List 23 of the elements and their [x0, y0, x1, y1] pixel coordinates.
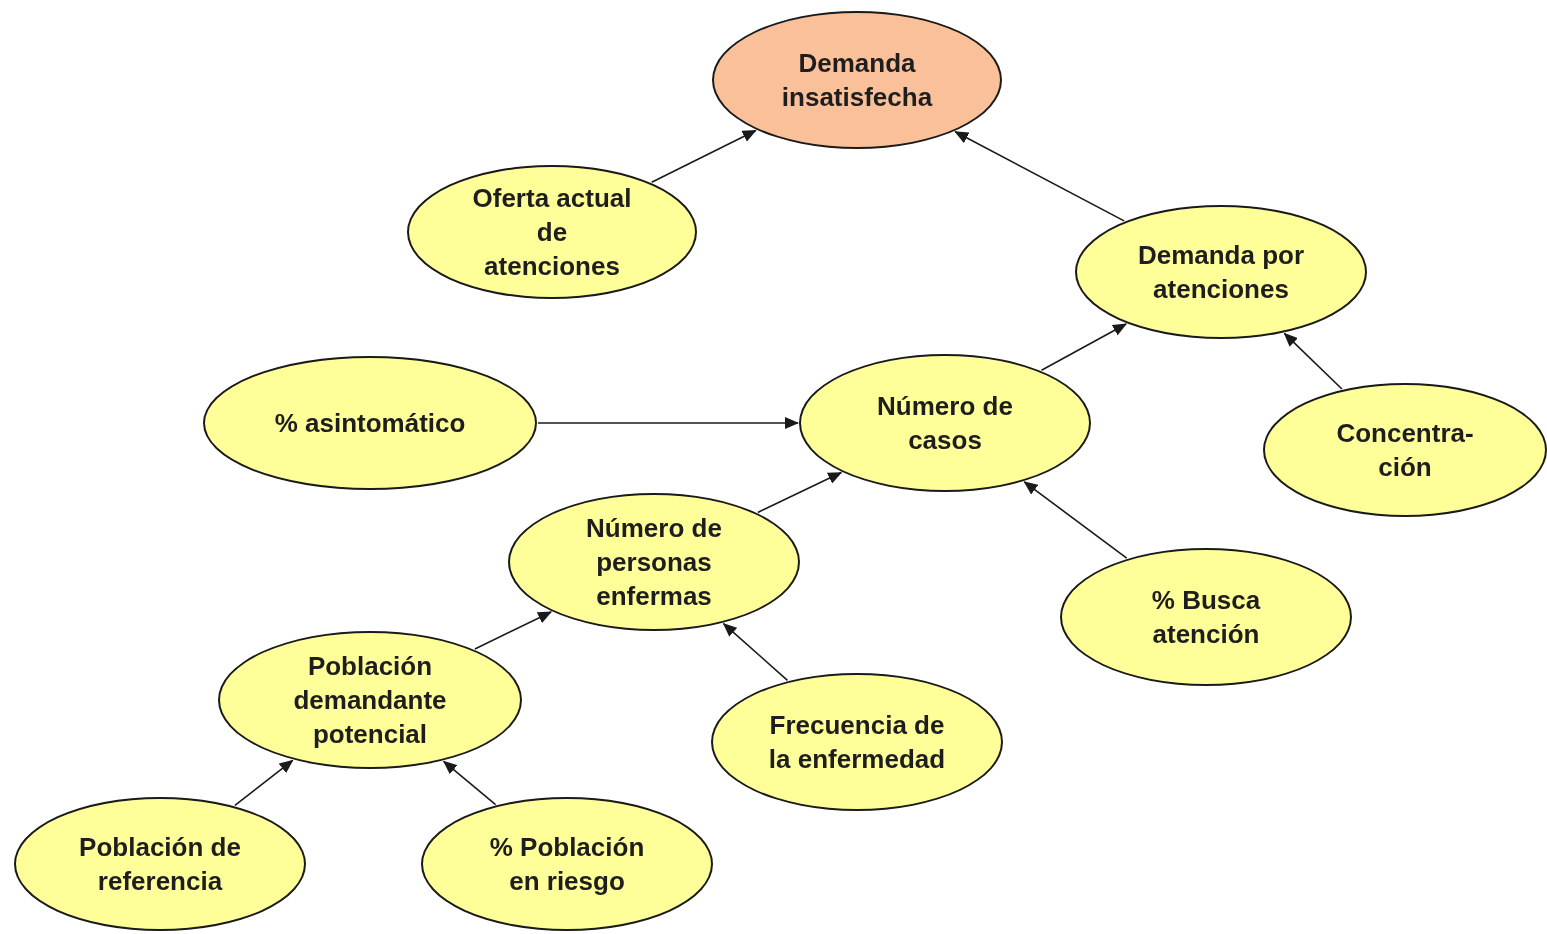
node-label: Oferta actual de atenciones: [471, 182, 633, 283]
node-label: Concentra-ción: [1335, 417, 1475, 484]
arrow: [442, 760, 497, 806]
node-label: Número de personas enfermas: [585, 512, 723, 613]
arrow: [650, 129, 757, 184]
arrow: [1040, 323, 1127, 371]
arrow: [1283, 332, 1343, 390]
node-label: % asintomático: [274, 407, 466, 440]
node-label: Población de referencia: [78, 831, 242, 898]
arrow: [1023, 481, 1128, 559]
arrow: [757, 471, 843, 514]
node-label: Demanda insatisfecha: [780, 47, 934, 114]
arrow: [722, 622, 789, 682]
arrow: [954, 131, 1125, 222]
node-label: Demanda por atenciones: [1136, 239, 1306, 306]
arrow: [537, 417, 799, 429]
node-label: Población demandante potencial: [292, 650, 448, 751]
node-label: Frecuencia de la enfermedad: [767, 709, 947, 776]
node-label: % Busca atención: [1150, 584, 1262, 651]
arrow: [234, 759, 294, 807]
node-label: % Población en riesgo: [488, 831, 646, 898]
arrow: [474, 611, 552, 650]
node-label: Número de casos: [876, 390, 1014, 457]
